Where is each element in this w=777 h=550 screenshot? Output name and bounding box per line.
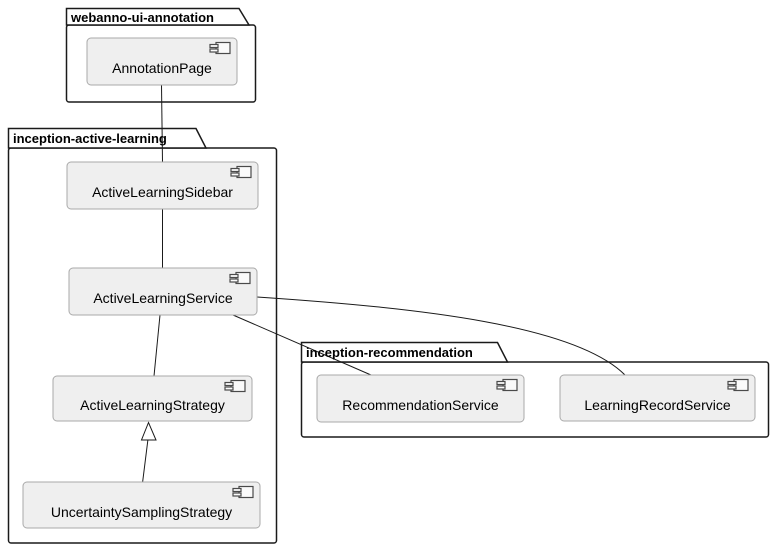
component-label-activelearningstrategy: ActiveLearningStrategy <box>80 397 225 413</box>
component-icon <box>727 378 749 392</box>
package-title-webanno-ui-annotation: webanno-ui-annotation <box>71 10 214 25</box>
package-title-inception-recommendation: inception-recommendation <box>306 345 473 360</box>
component-label-learningrecordservice: LearningRecordService <box>584 396 731 413</box>
component-label-recommendationservice: RecommendationService <box>342 397 499 413</box>
component-uncertaintysamplingstrategy-box <box>22 481 261 529</box>
connector-activelearningservice-activelearningstrategy <box>153 314 161 377</box>
component-label-activelearningsidebar: ActiveLearningSidebar <box>92 184 233 200</box>
component-icon <box>496 378 518 392</box>
component-icon <box>209 41 231 55</box>
component-activelearningsidebar-box <box>66 161 259 210</box>
connector-activelearningservice-recommendationservice <box>232 314 372 376</box>
component-activelearningstrategy-box <box>52 375 253 422</box>
generalization-arrowhead <box>140 421 157 441</box>
component-icon <box>230 165 252 179</box>
package-inception-active-learning <box>7 127 278 544</box>
package-webanno-ui-annotation-tab <box>65 7 251 26</box>
connector-uncertaintysamplingstrategy-activelearningstrategy <box>142 438 149 484</box>
component-annotationpage-box <box>86 37 238 86</box>
connector-activelearningservice-learningrecordservice <box>256 296 626 376</box>
component-icon <box>224 379 246 393</box>
component-recommendationservice-box <box>316 374 525 423</box>
component-icon <box>232 485 254 499</box>
component-activelearningservice-box <box>68 267 258 316</box>
package-inception-recommendation-tab <box>300 341 509 363</box>
component-icon <box>229 271 251 285</box>
component-learningrecordservice-box <box>559 374 756 422</box>
package-inception-active-learning-tab <box>7 127 208 149</box>
component-label-activelearningservice: ActiveLearningService <box>93 290 233 306</box>
connector-annotationpage-activelearningsidebar <box>161 84 163 163</box>
package-title-inception-active-learning: inception-active-learning <box>13 131 167 146</box>
component-label-annotationpage: AnnotationPage <box>112 60 212 76</box>
component-label-uncertaintysamplingstrategy: UncertaintySamplingStrategy <box>50 503 233 520</box>
